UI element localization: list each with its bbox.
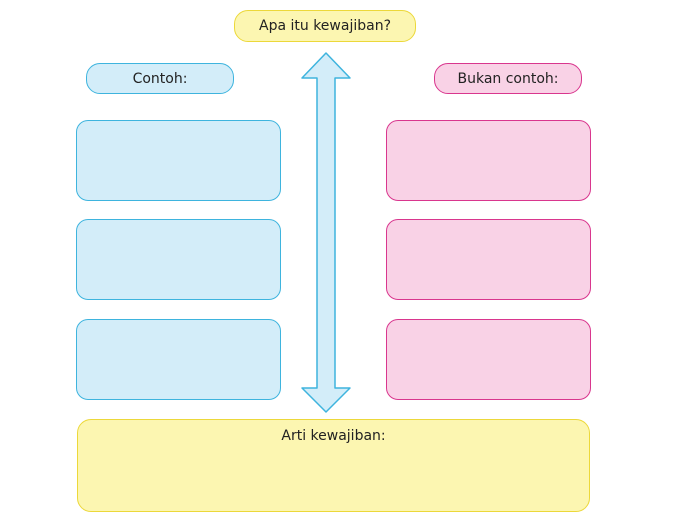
bukan-contoh-header: Bukan contoh: [434,63,582,94]
bukan-contoh-header-text: Bukan contoh: [457,70,559,87]
double-headed-vertical-arrow-icon [301,52,351,413]
title-text: Apa itu kewajiban? [259,18,391,34]
bukan-contoh-answer-box-1[interactable] [386,120,591,201]
bukan-contoh-answer-box-3[interactable] [386,319,591,400]
contoh-answer-box-1[interactable] [76,120,281,201]
contoh-header-text: Contoh: [132,70,188,87]
title-box: Apa itu kewajiban? [234,10,416,42]
contoh-header: Contoh: [86,63,234,94]
bukan-contoh-answer-box-2[interactable] [386,219,591,300]
arti-kewajiban-box[interactable]: Arti kewajiban: [77,419,590,512]
contoh-answer-box-3[interactable] [76,319,281,400]
contoh-answer-box-2[interactable] [76,219,281,300]
arti-kewajiban-label: Arti kewajiban: [281,428,386,444]
